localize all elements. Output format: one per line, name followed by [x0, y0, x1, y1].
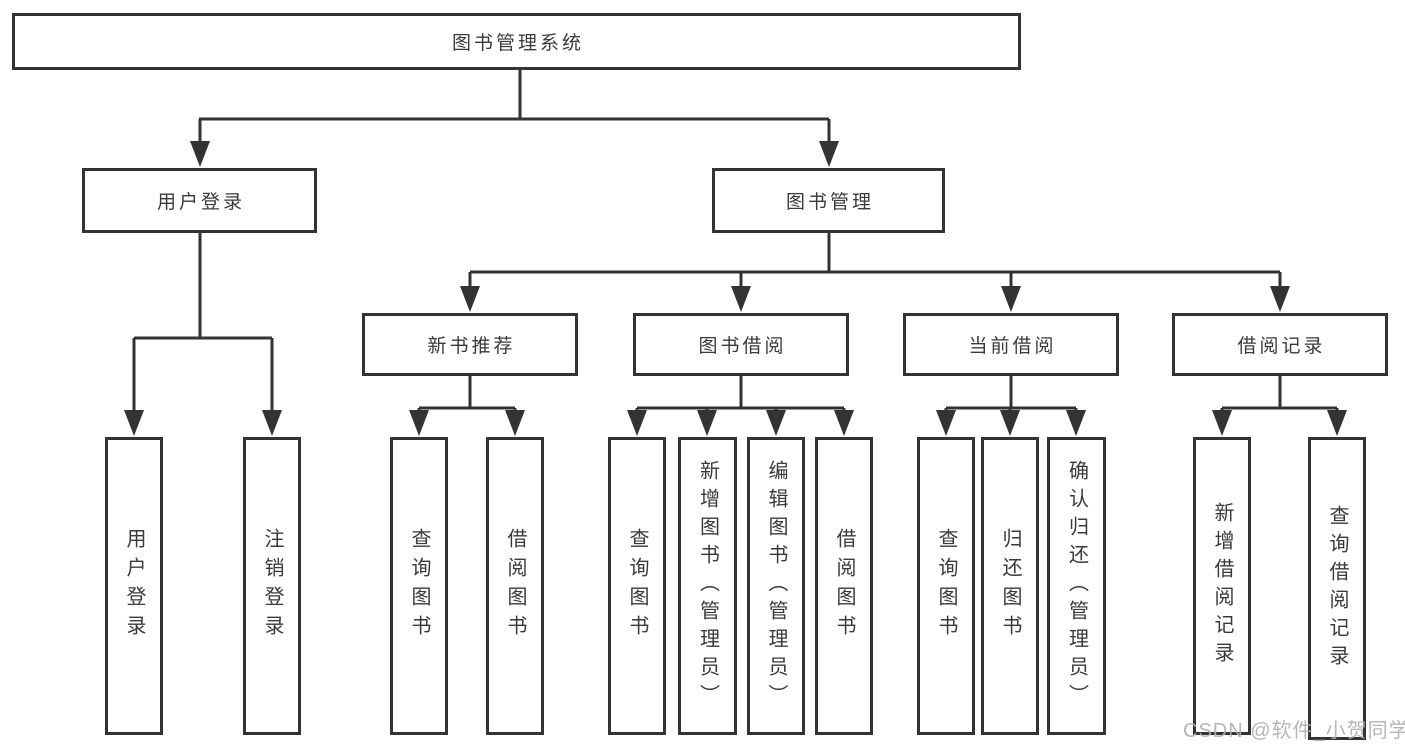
leaf-user-login: 用户登录 [105, 437, 163, 735]
connector-root-to-level2 [190, 70, 839, 167]
leaf-recommend-borrow-book: 借阅图书 [486, 437, 544, 735]
leaf-borrow-borrow-book-label: 借阅图书 [833, 528, 855, 644]
node-root-label: 图书管理系统 [451, 33, 584, 54]
connector-user-login-to-children [124, 233, 282, 436]
leaf-logout: 注销登录 [243, 437, 301, 735]
csdn-watermark: CSDN @软件_小贺同学 [1183, 720, 1405, 742]
node-new-book-recommend: 新书推荐 [362, 313, 578, 376]
node-current-borrow: 当前借阅 [903, 313, 1119, 376]
node-user-login: 用户登录 [82, 168, 317, 233]
leaf-recommend-query-book: 查询图书 [390, 437, 448, 735]
leaf-return-book-label: 归还图书 [999, 528, 1021, 644]
node-book-management: 图书管理 [712, 168, 945, 233]
node-new-book-recommend-label: 新书推荐 [427, 336, 516, 357]
leaf-recommend-borrow-book-label: 借阅图书 [504, 528, 526, 644]
connector-current-borrow-to-children [936, 376, 1086, 436]
leaf-edit-book-admin-label: 编辑图书（管理员） [765, 460, 787, 712]
leaf-borrow-borrow-book: 借阅图书 [815, 437, 873, 735]
node-book-management-label: 图书管理 [785, 192, 874, 213]
node-borrow-record-label: 借阅记录 [1237, 336, 1326, 357]
leaf-return-book: 归还图书 [981, 437, 1039, 735]
leaf-borrow-query-book-label: 查询图书 [626, 528, 648, 644]
leaf-add-book-admin-label: 新增图书（管理员） [696, 460, 719, 712]
node-book-borrow: 图书借阅 [633, 313, 849, 376]
leaf-query-borrow-record-label: 查询借阅记录 [1326, 504, 1348, 673]
connector-borrow-record-to-children [1212, 376, 1347, 436]
node-book-borrow-label: 图书借阅 [698, 336, 787, 357]
connector-new-book-recommend-to-children [409, 376, 525, 436]
node-user-login-label: 用户登录 [156, 192, 245, 213]
leaf-current-query-book-label: 查询图书 [935, 528, 957, 644]
leaf-borrow-query-book: 查询图书 [608, 437, 666, 735]
connector-book-management-to-level3 [460, 233, 1290, 312]
leaf-confirm-return-admin: 确认归还（管理员） [1047, 437, 1106, 735]
leaf-confirm-return-admin-label: 确认归还（管理员） [1065, 460, 1088, 712]
leaf-edit-book-admin: 编辑图书（管理员） [747, 437, 805, 735]
leaf-recommend-query-book-label: 查询图书 [408, 528, 430, 644]
node-root: 图书管理系统 [12, 13, 1021, 70]
leaf-current-query-book: 查询图书 [917, 437, 975, 735]
leaf-user-login-label: 用户登录 [123, 528, 145, 644]
leaf-add-borrow-record-label: 新增借阅记录 [1211, 502, 1233, 670]
leaf-add-book-admin: 新增图书（管理员） [678, 437, 737, 735]
node-borrow-record: 借阅记录 [1172, 313, 1388, 376]
leaf-add-borrow-record: 新增借阅记录 [1193, 437, 1251, 735]
connector-book-borrow-to-children [627, 376, 854, 436]
leaf-query-borrow-record: 查询借阅记录 [1308, 437, 1366, 740]
leaf-logout-label: 注销登录 [261, 528, 283, 644]
node-current-borrow-label: 当前借阅 [968, 336, 1057, 357]
